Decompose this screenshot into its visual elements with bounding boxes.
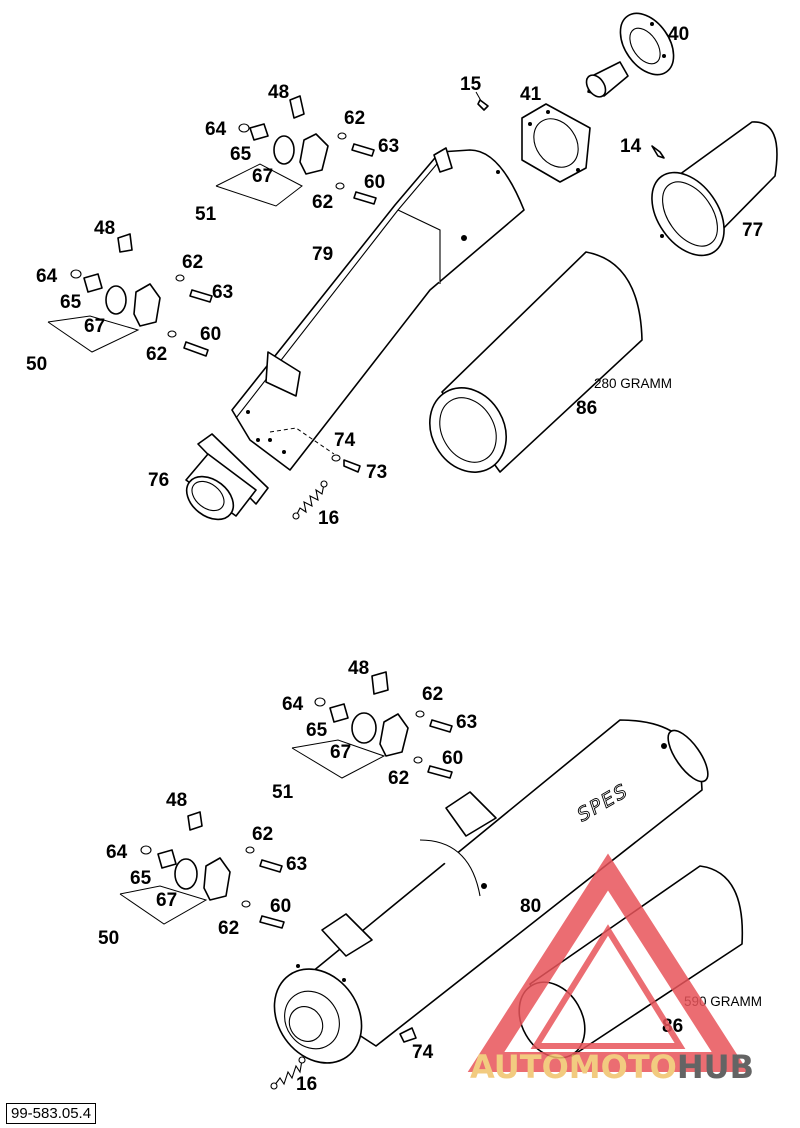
label-64: 64 [106,842,128,863]
label-62: 62 [422,684,443,705]
label-67: 67 [252,166,273,187]
label-15: 15 [460,74,482,95]
label-62: 62 [182,252,203,273]
clamp-set-50-upper [47,233,213,357]
label-62: 62 [312,192,333,213]
label-76: 76 [148,470,169,491]
watermark-text-part1: AUTOMOTO [470,1048,677,1086]
label-63: 63 [456,712,477,733]
part-73-74-screw-washer [331,454,361,473]
label-62: 62 [344,108,365,129]
part-40-end-cap [585,12,675,98]
clamp-set-50-lower [119,811,285,929]
label-48: 48 [94,218,115,239]
label-40: 40 [668,24,689,45]
label-48: 48 [166,790,187,811]
part-14-screw [651,145,665,159]
label-73: 73 [366,462,387,483]
label-51: 51 [272,782,294,803]
clamp-set-51-upper [215,95,377,207]
label-60: 60 [364,172,385,193]
part-86-packing-wool-upper [429,251,643,473]
label-67: 67 [84,316,105,337]
part-80-silencer: SPES [273,719,709,1064]
label-64: 64 [205,119,227,140]
label-65: 65 [306,720,328,741]
label-48: 48 [268,82,289,103]
part-79-silencer-housing [231,147,525,471]
label-62: 62 [252,824,273,845]
label-67: 67 [330,742,351,763]
part-77-inner-tube [651,121,778,257]
label-77: 77 [742,220,763,241]
label-14: 14 [620,136,642,157]
label-74: 74 [412,1042,434,1063]
diagram-reference-code: 99-583.05.4 [6,1103,97,1124]
label-65: 65 [230,144,252,165]
label-60: 60 [200,324,221,345]
label-64: 64 [36,266,58,287]
part-41-flange [521,103,591,183]
label-48: 48 [348,658,369,679]
part-74-screw [399,1027,417,1043]
lower-assembly: SPES [98,658,762,1095]
label-50: 50 [26,354,47,375]
label-63: 63 [212,282,233,303]
label-62: 62 [218,918,239,939]
label-64: 64 [282,694,304,715]
label-80: 80 [520,896,541,917]
label-65: 65 [130,868,152,889]
watermark-text-part2: HUB [677,1048,754,1086]
weight-note: 280 GRAMM [594,376,672,391]
watermark-logo: AUTOMOTOHUB [467,853,754,1086]
label-60: 60 [442,748,463,769]
label-65: 65 [60,292,82,313]
label-16: 16 [296,1074,317,1095]
watermark-triangle-icon [467,853,749,1072]
svg-text:AUTOMOTOHUB: AUTOMOTOHUB [470,1048,754,1086]
label-51: 51 [195,204,217,225]
label-67: 67 [156,890,177,911]
part-76-inlet-sleeve [185,433,269,521]
label-60: 60 [270,896,291,917]
label-50: 50 [98,928,119,949]
label-41: 41 [520,84,542,105]
label-63: 63 [378,136,399,157]
part-16-spring [292,480,328,520]
label-86: 86 [576,398,597,419]
part-16-spring-lower [270,1056,306,1090]
label-62: 62 [146,344,167,365]
label-62: 62 [388,768,409,789]
label-63: 63 [286,854,307,875]
clamp-set-51-lower [291,671,453,779]
upper-assembly: 40 15 41 14 77 48 64 65 67 51 62 63 60 6… [26,12,778,529]
part-15-screw [475,91,489,111]
label-79: 79 [312,244,333,265]
label-16: 16 [318,508,339,529]
label-74: 74 [334,430,356,451]
